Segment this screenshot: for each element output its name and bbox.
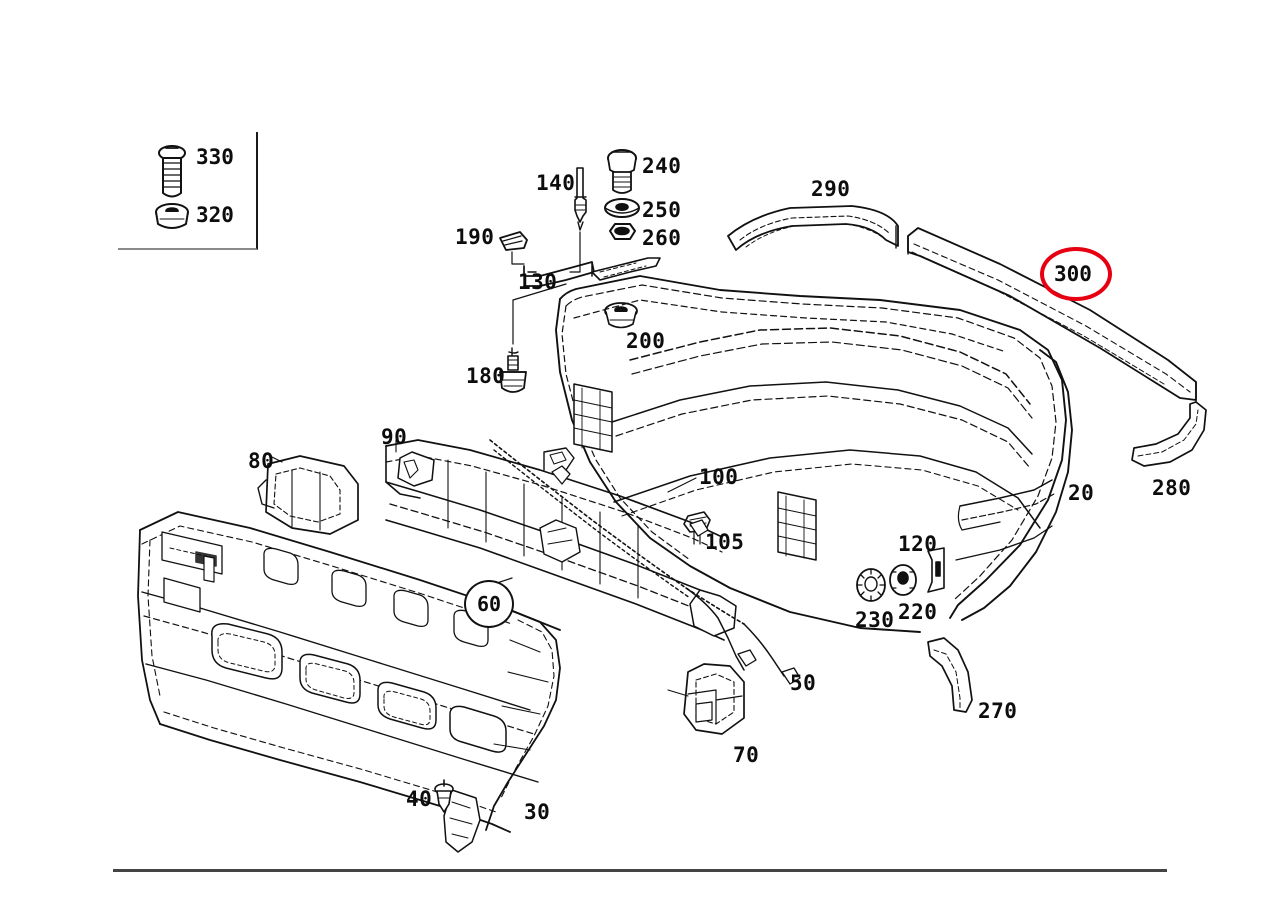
callout-230: 230: [855, 608, 895, 632]
legend-label-330: 330: [196, 145, 234, 169]
part-180-grommet: [499, 347, 527, 393]
callout-200: 200: [626, 329, 666, 353]
cover-mount-tab-left: [573, 383, 613, 453]
part-90-impact-bar: [385, 439, 737, 641]
legend-item-320: 320: [196, 203, 234, 227]
callout-240: 240: [642, 154, 682, 178]
part-260-nut: [609, 223, 636, 240]
callout-260: 260: [642, 226, 682, 250]
callout-90: 90: [381, 425, 408, 449]
callout-105: 105: [705, 530, 745, 554]
part-130-bracket: [523, 257, 661, 287]
legend-washer-320-icon: [155, 203, 189, 229]
callout-60-circled: 60: [464, 580, 514, 628]
callout-120: 120: [898, 532, 938, 556]
hardware-legend-box: [118, 132, 258, 250]
part-80-bracket: [257, 455, 359, 535]
part-30-rear-panel: [137, 511, 561, 853]
callout-80: 80: [248, 449, 275, 473]
callout-220: 220: [898, 600, 938, 624]
callout-190: 190: [455, 225, 495, 249]
callout-30: 30: [524, 800, 551, 824]
callout-300: 300: [1054, 262, 1092, 286]
part-250-washer: [604, 198, 640, 218]
part-100-bumper-cover: [555, 275, 1073, 633]
part-40-rivet: [434, 779, 454, 813]
cover-mount-tab-right: [777, 491, 817, 561]
bottom-divider: [113, 869, 1167, 872]
part-290-trim-strip: [727, 205, 899, 251]
callout-290: 290: [811, 177, 851, 201]
callout-100: 100: [699, 465, 739, 489]
legend-item-330: 330: [196, 145, 234, 169]
part-140-pin: [574, 167, 587, 231]
callout-40: 40: [406, 787, 433, 811]
legend-label-320: 320: [196, 203, 234, 227]
part-300-trim-strip: [907, 227, 1197, 403]
callout-20: 20: [1068, 481, 1095, 505]
callout-50: 50: [790, 671, 817, 695]
part-220-grommet: [889, 564, 917, 596]
callout-270: 270: [978, 699, 1018, 723]
callout-250: 250: [642, 198, 682, 222]
part-120-bracket: [927, 547, 945, 593]
legend-bolt-330-icon: [158, 145, 186, 198]
part-230-washer: [856, 568, 886, 602]
callout-280: 280: [1152, 476, 1192, 500]
callout-130: 130: [518, 270, 558, 294]
part-190-clip: [499, 231, 528, 251]
callout-140: 140: [536, 171, 576, 195]
callout-70: 70: [733, 743, 760, 767]
part-50-harness: [489, 439, 801, 685]
part-70-bracket: [683, 663, 745, 735]
callout-180: 180: [466, 364, 506, 388]
part-200-grommet: [604, 302, 638, 329]
part-280-bracket: [1131, 401, 1207, 467]
part-240-bolt: [607, 149, 637, 194]
part-270-bracket: [927, 637, 973, 713]
